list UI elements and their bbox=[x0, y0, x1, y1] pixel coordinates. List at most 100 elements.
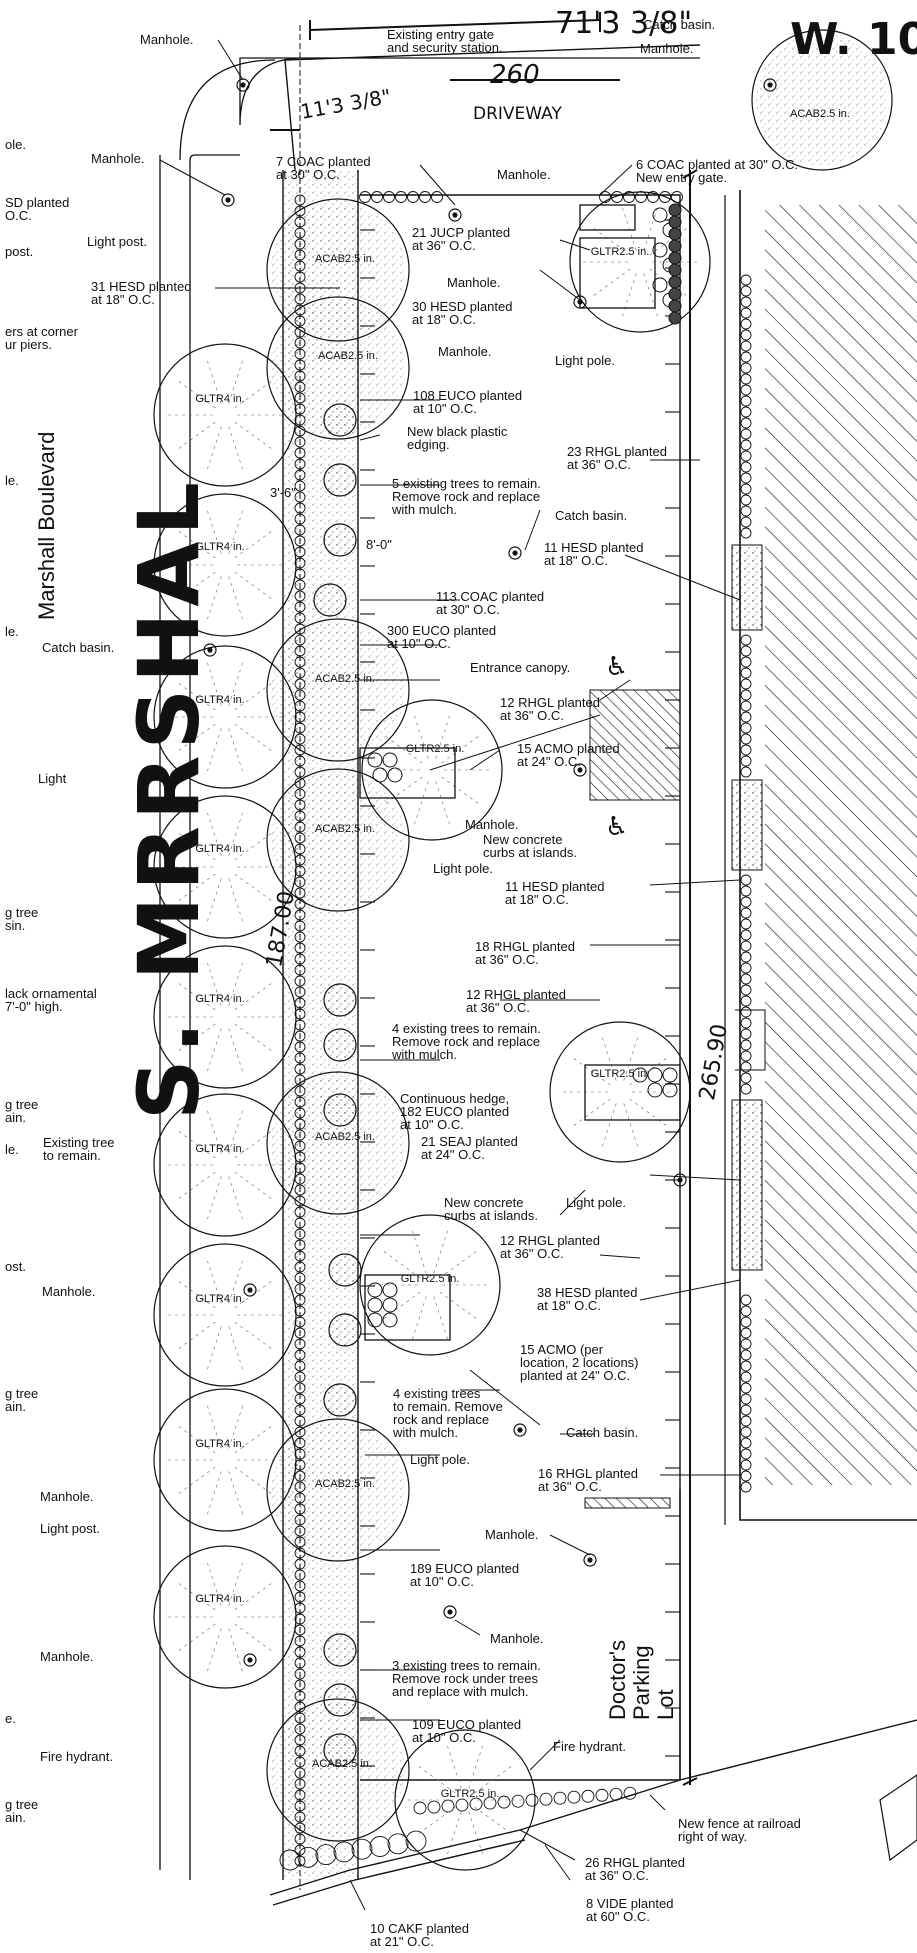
branch-line bbox=[411, 1296, 427, 1343]
leader-line bbox=[649, 1174, 741, 1181]
shrub-circle bbox=[367, 1312, 383, 1328]
hedge-circle bbox=[294, 458, 306, 470]
branch-line bbox=[468, 1742, 484, 1789]
hedge-circle bbox=[294, 920, 306, 932]
gltr-tree-canopy bbox=[153, 945, 297, 1089]
callout-line: 8 VIDE planted bbox=[586, 1896, 674, 1911]
callout-manhole-7: Manhole. bbox=[42, 1284, 96, 1299]
manhole-center bbox=[247, 1287, 253, 1293]
jucp-shrub bbox=[668, 251, 682, 265]
shrub-circle bbox=[740, 362, 752, 374]
callout-line: curbs at islands. bbox=[483, 845, 577, 860]
manhole-marker bbox=[573, 763, 587, 777]
acab-tree-canopy bbox=[266, 1418, 410, 1562]
tree-size: 2.5 in. bbox=[348, 350, 378, 362]
manhole-center bbox=[577, 767, 583, 773]
hedge-circle bbox=[294, 601, 306, 613]
shrub-circle bbox=[740, 755, 752, 767]
branch-line bbox=[643, 273, 659, 320]
hedge-circle bbox=[279, 1849, 301, 1871]
canopy-fill bbox=[271, 623, 405, 757]
hedge-circle bbox=[294, 1646, 306, 1658]
leader-line bbox=[599, 1254, 641, 1259]
parking-lot bbox=[284, 44, 701, 1781]
hedge-circle bbox=[294, 1206, 306, 1218]
hedge-circle bbox=[413, 1801, 427, 1815]
callout-manhole-6: Manhole. bbox=[465, 817, 519, 832]
left-edge-fragment: ole. bbox=[5, 137, 26, 152]
callout-line: to remain. Remove bbox=[393, 1399, 503, 1414]
leader-line bbox=[469, 1369, 541, 1426]
branch-line bbox=[228, 1628, 245, 1676]
acab-tree-canopy bbox=[266, 618, 410, 762]
tree-size: 4 in. bbox=[223, 541, 245, 553]
branch-line bbox=[205, 576, 222, 624]
manhole-center bbox=[207, 647, 213, 653]
callout-line: at 36" O.C. bbox=[500, 1246, 564, 1261]
gltr-tree-canopy bbox=[394, 1729, 536, 1871]
manhole-marker bbox=[513, 1423, 527, 1437]
hedge-circle bbox=[294, 524, 306, 536]
left-edge-fragment: g tree bbox=[5, 1097, 39, 1112]
shrub-circle bbox=[740, 1083, 752, 1095]
tree-size: 4 in. bbox=[223, 993, 245, 1005]
island-curb bbox=[359, 747, 456, 799]
shrub-circle bbox=[740, 896, 752, 908]
branch-line bbox=[205, 958, 222, 1006]
callout-light-pole-2: Light pole. bbox=[433, 861, 493, 876]
canopy-fill bbox=[324, 1029, 356, 1061]
callout-light-1: Light bbox=[38, 771, 67, 786]
building-shrub-row bbox=[740, 274, 752, 1493]
left-edge-fragment: lack ornamental bbox=[5, 986, 97, 1001]
callout-manhole-10: Manhole. bbox=[490, 1631, 544, 1646]
gltr4-tree-label: GLTR4 in. bbox=[190, 993, 250, 1005]
leader-line bbox=[419, 164, 456, 206]
leader-line bbox=[599, 164, 633, 196]
callout-line: 189 EUCO planted bbox=[410, 1561, 520, 1576]
hedge-circle bbox=[659, 191, 671, 203]
tree-species: ACAB bbox=[312, 1758, 342, 1770]
branch-line bbox=[234, 528, 275, 559]
gltr-tree-canopy bbox=[153, 1243, 297, 1387]
branch-line bbox=[601, 1103, 617, 1150]
shrub-circle bbox=[740, 1294, 752, 1306]
hedge-circle bbox=[294, 1305, 306, 1317]
tree-size: 2.5 in. bbox=[820, 108, 850, 120]
branch-line bbox=[234, 1278, 275, 1309]
leader-line bbox=[469, 749, 501, 771]
existing-tree-canopy bbox=[323, 983, 357, 1017]
leader-line bbox=[559, 1189, 586, 1216]
callout-line: edging. bbox=[407, 437, 450, 452]
branch-line bbox=[175, 873, 216, 904]
tree-size: 4 in. bbox=[223, 1593, 245, 1605]
aisle-hatch-bottom bbox=[584, 1497, 671, 1509]
callout-line: Remove rock under trees bbox=[392, 1671, 538, 1686]
left-edge-fragment: g tree bbox=[5, 1797, 39, 1812]
left-edge-fragment: e. bbox=[5, 1711, 16, 1726]
branch-line bbox=[228, 356, 245, 404]
branch-line bbox=[623, 1103, 639, 1150]
existing-tree-canopy bbox=[323, 1633, 357, 1667]
gltr2-tree-label: GLTR2.5 in. bbox=[440, 1788, 500, 1800]
callout-line: 6 COAC planted at 30" O.C. bbox=[636, 157, 799, 172]
callout-line: 182 EUCO planted bbox=[400, 1104, 510, 1119]
manhole-marker bbox=[236, 78, 250, 92]
gltr2-tree-label: GLTR2.5 in. bbox=[590, 1068, 650, 1080]
shrub-circle bbox=[740, 918, 752, 930]
branch-line bbox=[205, 1401, 222, 1449]
hedge-circle bbox=[333, 1841, 355, 1863]
callout-light-pole-4: Light pole. bbox=[410, 1452, 470, 1467]
shrub-circle bbox=[740, 1360, 752, 1372]
manhole-center bbox=[587, 1557, 593, 1563]
shrub-circle bbox=[740, 722, 752, 734]
branch-line bbox=[234, 421, 275, 452]
shrub-circle bbox=[740, 1050, 752, 1062]
callout-line: with mulch. bbox=[392, 1047, 458, 1062]
